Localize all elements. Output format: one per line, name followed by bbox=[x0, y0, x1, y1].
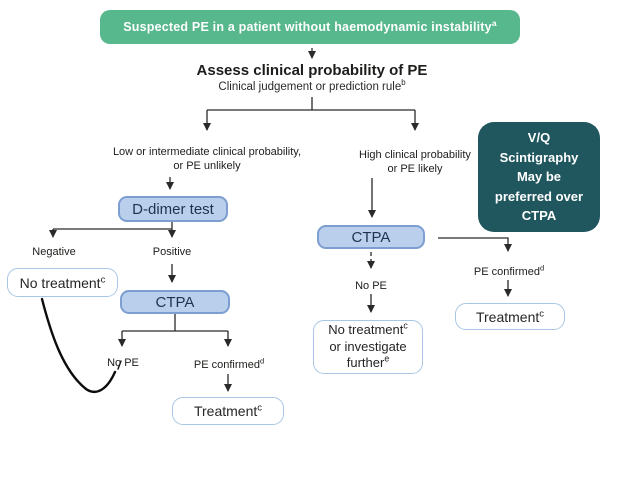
connector-ctpa-right-elbow bbox=[438, 237, 512, 252]
label-pe-confirmed-left: PE confirmedd bbox=[193, 356, 265, 371]
footnote-a: a bbox=[491, 17, 497, 28]
label-pe-confirmed-right: PE confirmedd bbox=[473, 263, 545, 278]
footnote-d: d bbox=[539, 263, 545, 273]
node-d-dimer-test: D-dimer test bbox=[118, 196, 228, 222]
node-no-treatment: No treatmentc bbox=[7, 268, 118, 297]
label-positive: Positive bbox=[152, 246, 192, 258]
footnote-c: c bbox=[100, 273, 106, 285]
footnote-e: e bbox=[384, 354, 390, 365]
footnote-c: c bbox=[539, 307, 545, 319]
label-high-probability: High clinical probability or PE likely bbox=[359, 149, 471, 176]
connector-ddimer-split bbox=[53, 222, 173, 230]
assess-subtitle: Clinical judgement or prediction ruleb bbox=[218, 78, 406, 94]
label-no-pe-right: No PE bbox=[355, 280, 387, 292]
connector-probability-split bbox=[207, 97, 415, 111]
node-treatment-left: Treatmentc bbox=[172, 397, 284, 425]
hand-drawn-swoosh-annotation bbox=[40, 297, 117, 394]
hand-drawn-tick-annotation bbox=[117, 360, 122, 370]
footnote-c: c bbox=[257, 402, 263, 414]
note-vq-scintigraphy: V/Q Scintigraphy May be preferred over C… bbox=[478, 122, 600, 232]
node-no-treatment-or-investigate: No treatmentc or investigate furthere bbox=[313, 320, 423, 374]
assess-title: Assess clinical probability of PE bbox=[196, 62, 428, 79]
header-label: Suspected PE in a patient without haemod… bbox=[123, 17, 497, 34]
node-ctpa-right: CTPA bbox=[317, 225, 425, 249]
footnote-b: b bbox=[401, 78, 406, 88]
label-low-intermediate-probability: Low or intermediate clinical probability… bbox=[112, 146, 302, 173]
footnote-c: c bbox=[403, 320, 408, 331]
assess-clinical-probability: Assess clinical probability of PE Clinic… bbox=[152, 62, 472, 93]
connector-ctpa-left-split bbox=[122, 314, 228, 332]
node-treatment-right: Treatmentc bbox=[455, 303, 565, 330]
header-suspected-pe: Suspected PE in a patient without haemod… bbox=[100, 10, 520, 44]
label-negative: Negative bbox=[32, 246, 76, 258]
node-ctpa-left: CTPA bbox=[120, 290, 230, 314]
label-no-pe-left: No PE bbox=[107, 357, 139, 369]
footnote-d: d bbox=[259, 356, 265, 366]
